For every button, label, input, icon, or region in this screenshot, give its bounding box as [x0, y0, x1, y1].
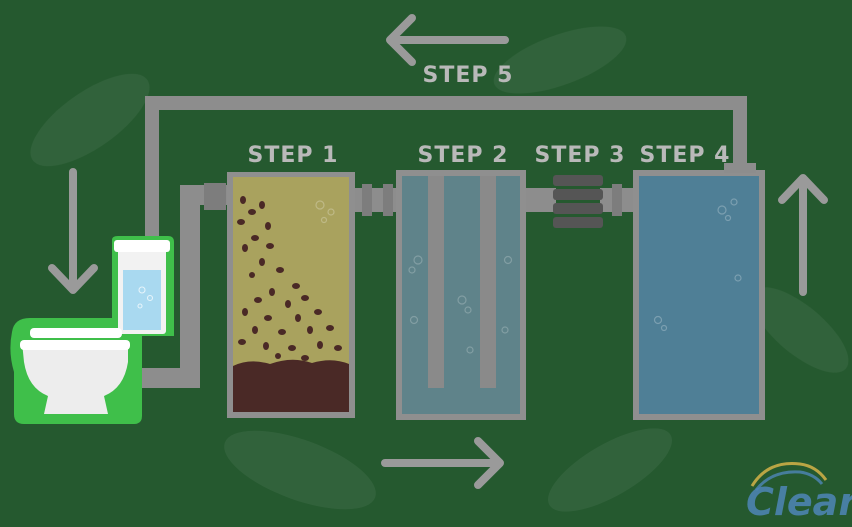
- baffle-right: [480, 176, 496, 388]
- clear-logo: Clear: [746, 461, 852, 524]
- tank-step-1: [227, 172, 355, 418]
- toilet-tank-water: [123, 270, 161, 330]
- tank-step-4: [633, 170, 765, 420]
- step-1-label: STEP 1: [248, 143, 339, 168]
- arrow-right-icon: [381, 437, 504, 489]
- toilet-water-bubbles: [137, 286, 154, 309]
- step-2-label: STEP 2: [418, 143, 509, 168]
- step-4-label: STEP 4: [640, 143, 731, 168]
- step-5-label: STEP 5: [423, 63, 514, 88]
- toilet-bowl-rim: [20, 340, 130, 350]
- background-leaves: [30, 26, 849, 512]
- toilet-seat-back: [30, 328, 122, 338]
- toilet-bowl: [22, 342, 128, 414]
- sludge-layer: [233, 359, 349, 412]
- solid-particles: [237, 196, 342, 361]
- arrow-left-icon: [386, 14, 509, 66]
- bubbles-tank-4: [653, 198, 742, 332]
- filter-icon: [553, 175, 603, 228]
- inlet-coupling: [204, 183, 226, 210]
- recirculation-pipe: [145, 96, 747, 240]
- logo-text: Clear: [746, 480, 852, 524]
- bubbles-tank-1: [315, 200, 335, 224]
- pipe-2-3: [522, 188, 556, 212]
- toilet-tank-lid: [114, 240, 170, 252]
- tank-step-2: [396, 170, 526, 420]
- bubbles-tank-2: [408, 255, 513, 354]
- toilet-icon: [10, 236, 175, 424]
- baffle-left: [428, 176, 444, 388]
- pipe-1-2: [355, 188, 400, 212]
- arrow-down-icon: [48, 168, 98, 294]
- step-3-label: STEP 3: [535, 143, 626, 168]
- pipe-1-2-coupling-b: [383, 184, 393, 216]
- arrow-up-icon: [778, 174, 828, 296]
- logo-swoosh: [750, 461, 828, 487]
- pipe-3-4-coupling: [612, 184, 622, 216]
- pipe-1-2-coupling-a: [362, 184, 372, 216]
- recirculation-pipe-cap: [724, 163, 756, 173]
